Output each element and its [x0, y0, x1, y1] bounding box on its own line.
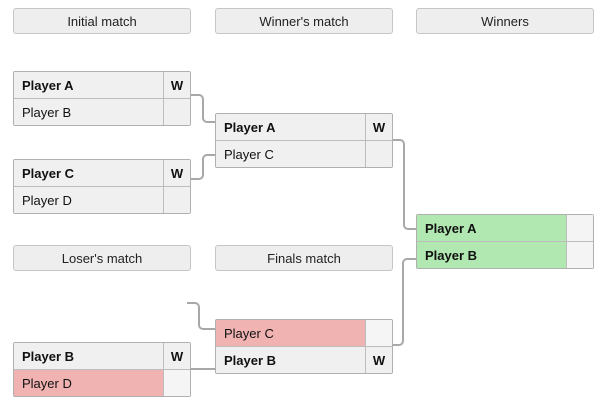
connector-winners-match-to-winners: [392, 139, 416, 230]
team-slot-player-a[interactable]: Player A W: [216, 114, 392, 140]
match-winners-final: Player A Player B: [416, 214, 594, 269]
team-name: Player A: [224, 119, 276, 135]
match-finals: Player C Player B W: [215, 319, 393, 374]
connector-finals-to-winners: [392, 258, 416, 346]
round-header-finals-match: Finals match: [215, 245, 393, 271]
team-name: Player A: [22, 77, 74, 93]
connector-initial1-to-winners-match: [191, 94, 215, 123]
team-name: Player B: [22, 348, 75, 364]
win-mark-cell: [163, 370, 190, 396]
team-slot-player-d[interactable]: Player D: [14, 186, 190, 213]
team-slot-player-a[interactable]: Player A: [417, 215, 593, 241]
team-slot-player-b[interactable]: Player B W: [216, 346, 392, 373]
match-winners: Player A W Player C: [215, 113, 393, 168]
win-mark-cell: [566, 242, 593, 268]
win-mark-cell: [163, 99, 190, 125]
team-name: Player B: [425, 247, 478, 263]
team-slot-player-d[interactable]: Player D: [14, 369, 190, 396]
round-header-winners: Winners: [416, 8, 594, 34]
win-mark-cell: [163, 187, 190, 213]
team-name: Player A: [425, 220, 477, 236]
team-slot-player-c[interactable]: Player C: [216, 140, 392, 167]
round-header-winners-match: Winner's match: [215, 8, 393, 34]
team-name: Player C: [22, 165, 75, 181]
round-header-label: Winners: [481, 13, 529, 29]
win-mark-cell: [566, 215, 593, 241]
connector-drop-to-finals: [187, 302, 215, 330]
win-mark-cell: W: [365, 114, 392, 140]
win-mark-cell: [365, 141, 392, 167]
team-name: Player C: [224, 146, 274, 162]
round-header-label: Finals match: [267, 250, 341, 266]
team-slot-player-b[interactable]: Player B: [417, 241, 593, 268]
round-header-label: Loser's match: [61, 250, 143, 266]
team-slot-player-c[interactable]: Player C: [216, 320, 392, 346]
team-slot-player-a[interactable]: Player A W: [14, 72, 190, 98]
team-slot-player-b[interactable]: Player B W: [14, 343, 190, 369]
win-mark-cell: W: [365, 347, 392, 373]
team-name: Player C: [224, 325, 274, 341]
round-header-losers-match: Loser's match: [13, 245, 191, 271]
team-slot-player-c[interactable]: Player C W: [14, 160, 190, 186]
match-initial-1: Player A W Player B: [13, 71, 191, 126]
team-name: Player B: [224, 352, 277, 368]
team-slot-player-b[interactable]: Player B: [14, 98, 190, 125]
team-name: Player D: [22, 192, 72, 208]
match-losers: Player B W Player D: [13, 342, 191, 397]
team-name: Player B: [22, 104, 72, 120]
team-name: Player D: [22, 375, 72, 391]
win-mark-cell: [365, 320, 392, 346]
connector-initial2-to-winners-match: [191, 154, 215, 180]
match-initial-2: Player C W Player D: [13, 159, 191, 214]
round-header-label: Winner's match: [259, 13, 349, 29]
win-mark-cell: W: [163, 160, 190, 186]
round-header-initial-match: Initial match: [13, 8, 191, 34]
win-mark-cell: W: [163, 343, 190, 369]
win-mark-cell: W: [163, 72, 190, 98]
round-header-label: Initial match: [67, 13, 137, 29]
